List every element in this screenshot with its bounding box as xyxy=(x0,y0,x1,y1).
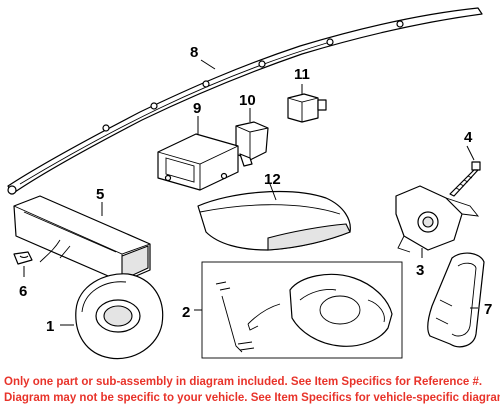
sensor-part-10 xyxy=(235,121,269,167)
knee-airbag-part-7 xyxy=(427,252,485,348)
callout-11: 11 xyxy=(294,66,310,83)
callout-1: 1 xyxy=(46,318,54,335)
callout-10: 10 xyxy=(239,92,256,109)
airbag-parts-diagram: 1 2 3 4 5 6 7 8 9 10 11 12 xyxy=(7,7,492,360)
disclaimer-footer: Only one part or sub-assembly in diagram… xyxy=(0,373,500,407)
disclaimer-line-1: Only one part or sub-assembly in diagram… xyxy=(4,376,483,388)
clock-spring-part-3 xyxy=(395,185,480,253)
sensor-part-11 xyxy=(287,93,327,123)
disclaimer-line-2: Diagram may not be specific to your vehi… xyxy=(4,392,500,404)
callout-8: 8 xyxy=(190,44,198,61)
dash-cover-part-12 xyxy=(197,191,351,251)
callout-3: 3 xyxy=(416,262,424,279)
clip-part-6 xyxy=(13,251,33,265)
callout-12: 12 xyxy=(264,171,281,188)
bolt-part-4 xyxy=(449,161,481,197)
part-2-group-box xyxy=(201,261,403,359)
callout-2: 2 xyxy=(182,304,190,321)
callout-5: 5 xyxy=(96,186,104,203)
curtain-airbag-part-8 xyxy=(7,7,483,195)
callout-6: 6 xyxy=(19,283,27,300)
leader-lines xyxy=(23,59,478,326)
callout-9: 9 xyxy=(193,100,201,117)
control-module-part-9 xyxy=(157,133,239,191)
callout-4: 4 xyxy=(464,129,473,146)
driver-airbag-part-1 xyxy=(75,273,164,360)
callout-7: 7 xyxy=(484,301,492,318)
passenger-airbag-part-5 xyxy=(13,195,151,283)
